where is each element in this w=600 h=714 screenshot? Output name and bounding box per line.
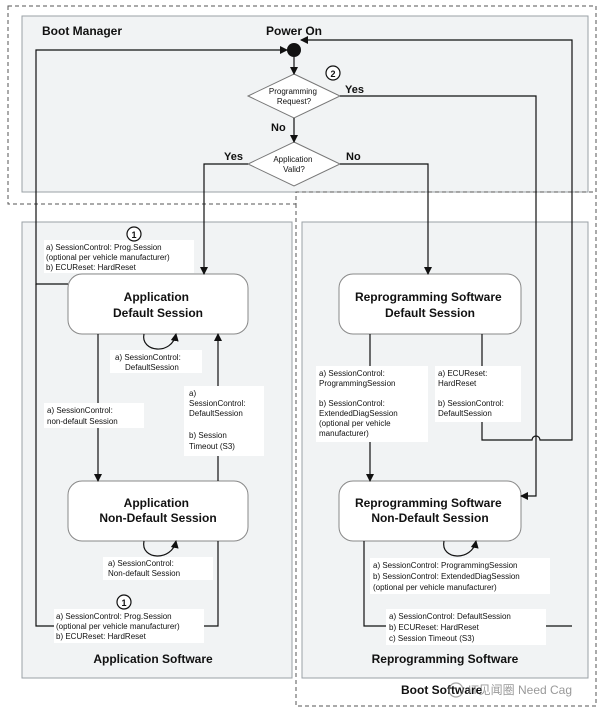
label-app-nondefault-self: a) SessionControl: Non-default Session (103, 557, 213, 580)
app-default-session-text: Application Default Session (113, 290, 203, 320)
label-reprog-default-reset: a) ECUReset: HardReset b) SessionControl… (435, 366, 521, 422)
app-default-session-state (67, 273, 249, 335)
application-no-label: No (346, 151, 361, 163)
application-valid-decision (246, 141, 342, 187)
marker-one-bottom (116, 594, 132, 610)
programming-request-text: Programming Request? (269, 87, 319, 106)
marker-two-label: 2 (330, 69, 335, 79)
label-reprog-nondefault-self: a) SessionControl: ProgrammingSession b)… (370, 558, 550, 594)
svg-text:a) ECUReset: HardReset: a) ECUReset: HardReset b) SessionControl… (438, 369, 506, 418)
power-on-label: Power On (266, 24, 322, 38)
app-nondefault-session-text: Application Non-Default Session (99, 496, 216, 525)
svg-text:a) SessionControl: Non-d: a) SessionControl: Non-default Session (108, 559, 180, 578)
marker-two (325, 65, 341, 81)
svg-text:a) SessionControl: Progr: a) SessionControl: ProgrammingSession b)… (319, 369, 400, 438)
label-reprog-default-to-nondefault: a) SessionControl: ProgrammingSession b)… (316, 366, 428, 442)
boot-manager-dashed-boundary (7, 5, 597, 205)
app-nondefault-self-loop (143, 540, 179, 557)
label-to-reprog-from-app-default: 1 a) SessionControl: Prog.Session (optio… (44, 226, 194, 273)
boot-manager-title: Boot Manager (42, 24, 122, 38)
marker-one-top-label: 1 (131, 230, 136, 240)
watermark-text: IT见闻圈 Need Cag (468, 683, 572, 697)
svg-text:a) SessionControl: Prog.Sessio: a) SessionControl: Prog.Session (optiona… (56, 612, 182, 641)
svg-text:a) SessionControl: Prog.Sessio: a) SessionControl: Prog.Session (optiona… (46, 243, 172, 272)
label-reprog-nondefault-exit: a) SessionControl: DefaultSession b) ECU… (386, 609, 546, 645)
label-app-default-to-nondefault: a) SessionControl: non-default Session (44, 403, 144, 428)
app-nondefault-session-state (67, 480, 249, 542)
application-valid-text: Application Valid? (273, 155, 314, 174)
label-app-default-self: a) SessionControl: DefaultSession (110, 350, 202, 373)
svg-text:a) SessionControl: non-d: a) SessionControl: non-default Session (47, 406, 118, 426)
label-to-reprog-from-app-nondefault: 1 a) SessionControl: Prog.Session (optio… (54, 594, 204, 643)
marker-one-top (126, 226, 142, 242)
application-valid-no-path (340, 163, 432, 275)
programming-no-label: No (271, 122, 286, 134)
reprog-default-session-text: Reprogramming Software Default Session (355, 290, 505, 320)
reprogramming-software-title: Reprogramming Software (372, 652, 519, 666)
app-default-return-path (35, 46, 288, 285)
label-app-nondefault-to-default: a) SessionControl: DefaultSession b) Ses… (184, 386, 264, 456)
reprog-nondefault-session-text: Reprogramming Software Non-Default Sessi… (355, 496, 505, 525)
application-valid-yes-path (200, 163, 248, 275)
watermark-logo-icon (448, 682, 464, 698)
programming-request-yes-path (340, 95, 537, 500)
watermark: IT见闻圈 Need Cag (448, 682, 572, 698)
reprog-nondefault-session-state (338, 480, 522, 542)
svg-text:a) SessionControl: Defau: a) SessionControl: DefaultSession (115, 353, 183, 372)
application-yes-label: Yes (224, 151, 243, 163)
svg-text:a) SessionControl:: a) SessionControl: DefaultSession b) Ses… (189, 389, 248, 451)
power-on-node (287, 43, 301, 57)
reprog-nondefault-self-loop (443, 540, 479, 557)
reprog-default-reset-path (300, 36, 573, 441)
application-software-title: Application Software (93, 652, 213, 666)
svg-text:a) SessionControl: Programming: a) SessionControl: ProgrammingSession b)… (373, 561, 522, 592)
svg-text:a) SessionControl: DefaultSess: a) SessionControl: DefaultSession b) ECU… (389, 612, 513, 643)
boot-software-dashed-boundary (295, 192, 597, 707)
programming-yes-label: Yes (345, 84, 364, 96)
reprog-default-session-state (338, 273, 522, 335)
marker-one-bottom-label: 1 (121, 598, 126, 608)
app-default-self-loop (143, 333, 179, 350)
